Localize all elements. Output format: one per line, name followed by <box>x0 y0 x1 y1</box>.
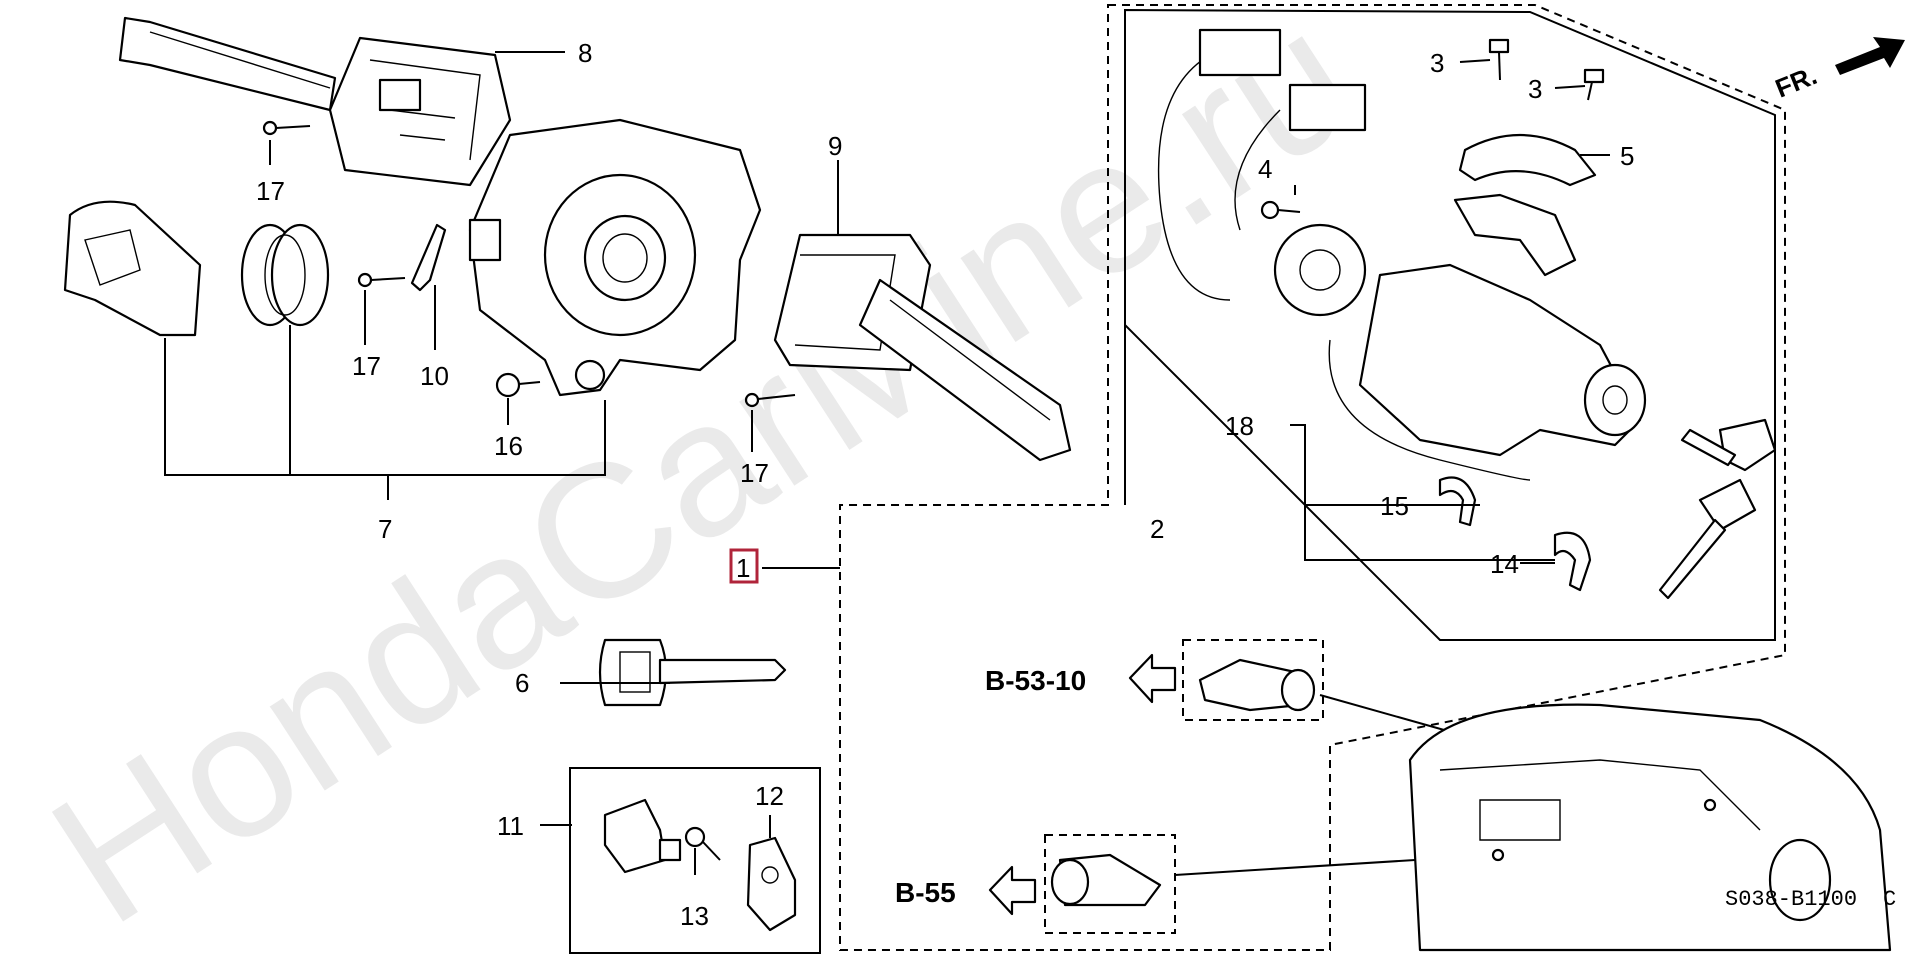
callout-2[interactable]: 2 <box>1150 514 1164 544</box>
ref-b5310-label[interactable]: B-53-10 <box>985 665 1086 696</box>
callout-8[interactable]: 8 <box>578 38 592 68</box>
callout-6[interactable]: 6 <box>515 668 529 698</box>
front-direction-arrow: FR. <box>1771 37 1905 104</box>
ignition-keys[interactable] <box>1658 418 1777 600</box>
part-17-screw-a[interactable] <box>262 120 311 136</box>
tailgate-lock-box <box>1044 834 1176 934</box>
callout-4[interactable]: 4 <box>1258 154 1272 184</box>
callout-15[interactable]: 15 <box>1380 491 1409 521</box>
part-15-clamp[interactable] <box>1438 476 1477 527</box>
callout-1[interactable]: 1 <box>736 553 750 583</box>
part-18-steering-lock[interactable] <box>1157 28 1647 481</box>
part-13-screw[interactable] <box>684 826 721 861</box>
callout-10[interactable]: 10 <box>420 361 449 391</box>
ref-arrow-b55[interactable] <box>988 865 1037 916</box>
callout-14[interactable]: 14 <box>1490 549 1519 579</box>
callout-1-highlight <box>729 548 759 584</box>
part-4-screw[interactable] <box>1260 200 1301 220</box>
callout-labels: 8 17 17 10 16 17 9 7 1 6 11 12 13 2 4 3 … <box>256 38 1896 931</box>
callout-9[interactable]: 9 <box>828 131 842 161</box>
part-9-wiper-switch[interactable] <box>773 233 1072 462</box>
part-16-screw[interactable] <box>495 372 541 398</box>
part-3-bolt-b[interactable] <box>1583 68 1605 101</box>
part-11-box <box>569 767 821 954</box>
part-6-key[interactable] <box>598 638 787 707</box>
part-17-screw-c[interactable] <box>744 392 796 408</box>
door-lock-box <box>1182 639 1324 721</box>
diagram-code-suffix: C <box>1883 887 1896 912</box>
door-lock-cylinder[interactable] <box>1198 658 1316 712</box>
callout-18[interactable]: 18 <box>1225 411 1254 441</box>
leader-lines <box>164 51 1610 875</box>
car-outline <box>1408 703 1892 952</box>
callout-7[interactable]: 7 <box>378 514 392 544</box>
callout-13[interactable]: 13 <box>680 901 709 931</box>
part-17-screw-b[interactable] <box>357 272 406 288</box>
diagram-code: S038-B1100 <box>1725 887 1857 912</box>
part-8-lighting-switch[interactable] <box>118 16 512 187</box>
assembly-frame <box>839 4 1786 951</box>
part-14-clamp[interactable] <box>1553 531 1592 592</box>
part-7-cable-reel[interactable] <box>468 118 762 397</box>
ref-b55-label[interactable]: B-55 <box>895 877 956 908</box>
part-10-clip[interactable] <box>410 223 447 292</box>
part-5-bracket[interactable] <box>1453 134 1597 277</box>
callout-17-c[interactable]: 17 <box>740 458 769 488</box>
ref-arrow-b5310[interactable] <box>1128 653 1177 704</box>
callout-17-b[interactable]: 17 <box>352 351 381 381</box>
callout-3-a[interactable]: 3 <box>1430 48 1444 78</box>
part-11-switch[interactable] <box>603 798 682 874</box>
callout-11[interactable]: 11 <box>497 811 524 841</box>
fr-label: FR. <box>1771 60 1821 104</box>
part-3-bolt-a[interactable] <box>1488 38 1510 81</box>
callout-17-a[interactable]: 17 <box>256 176 285 206</box>
part-7-cancel-sleeve[interactable] <box>63 200 202 337</box>
tailgate-lock-cylinder[interactable] <box>1050 853 1162 907</box>
callout-5[interactable]: 5 <box>1620 141 1634 171</box>
callout-12[interactable]: 12 <box>755 781 784 811</box>
part-12-cover[interactable] <box>746 836 797 932</box>
callout-16[interactable]: 16 <box>494 431 523 461</box>
callout-3-b[interactable]: 3 <box>1528 74 1542 104</box>
part-7-rings[interactable] <box>240 223 330 327</box>
